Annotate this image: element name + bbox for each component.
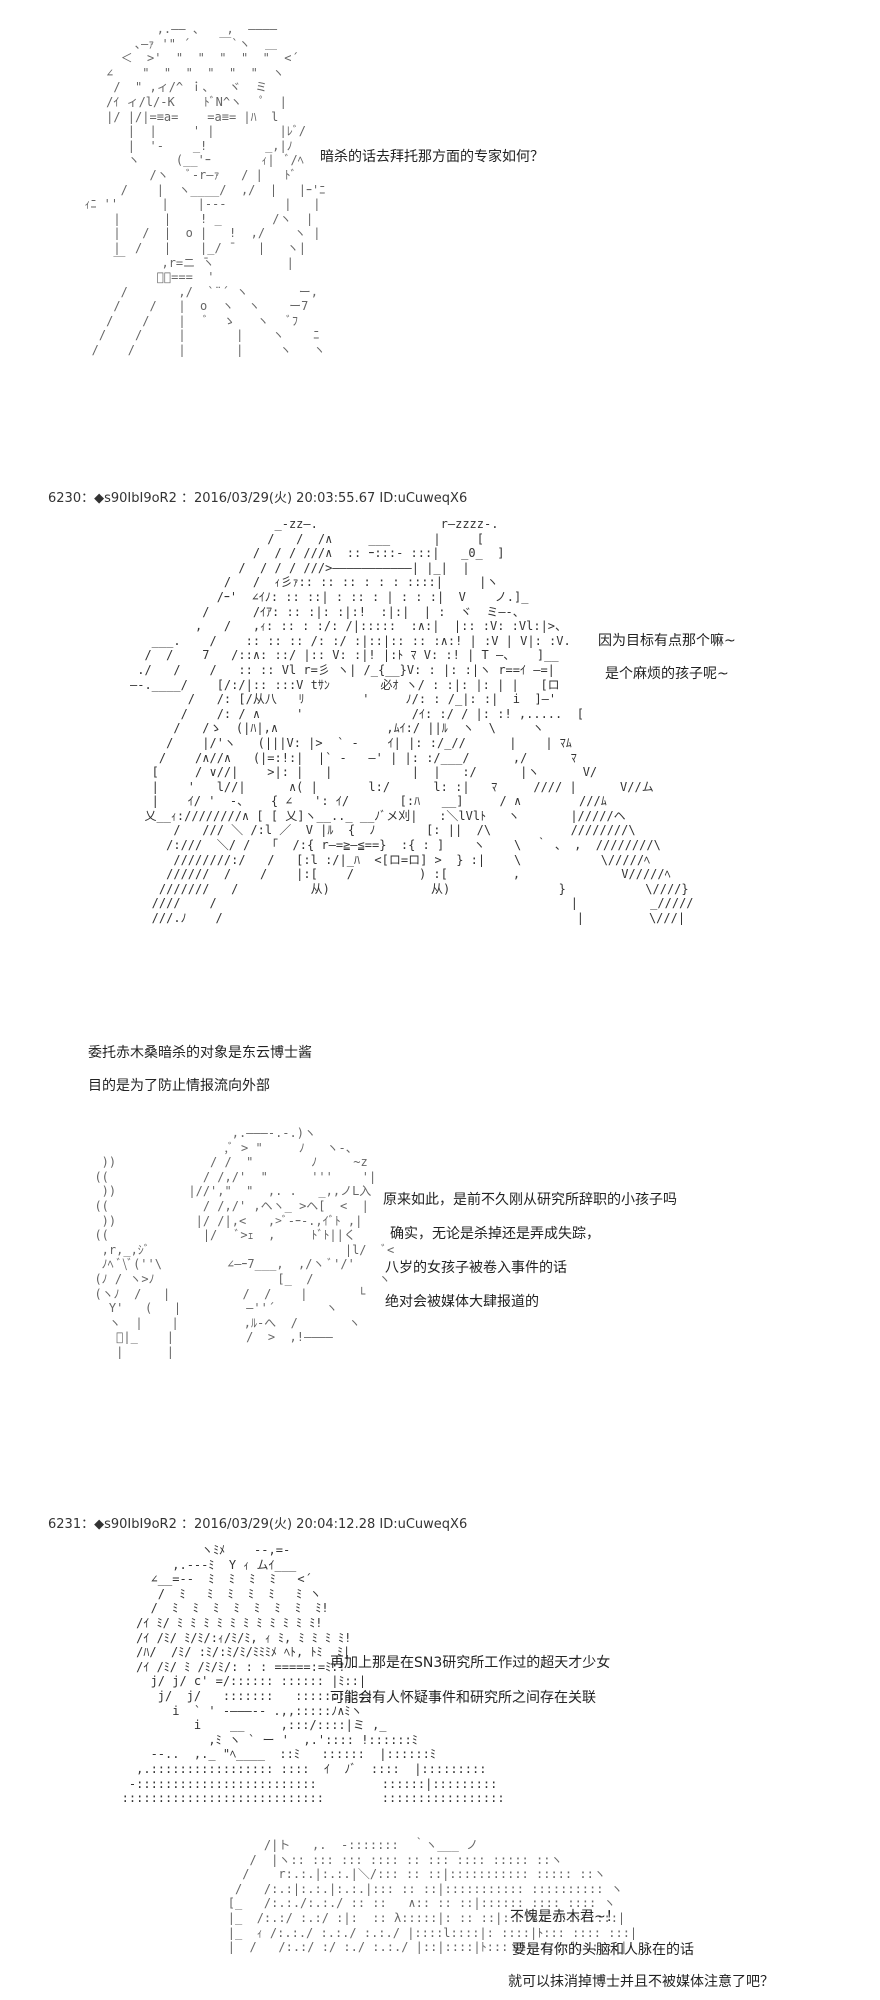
- dialogue-line: 不愧是赤木君~！: [510, 1909, 620, 1925]
- ascii-art-character-3: ,.―――-.-.)ヽ ,ﾞ > " ﾉ ヽ-、 )) / / " ﾉ ~z (…: [94, 1126, 395, 1359]
- dialogue-line: 八岁的女孩子被卷入事件的话: [385, 1260, 567, 1276]
- dialogue-line: 就可以抹消掉博士并且不被媒体注意了吧？: [508, 1974, 774, 1990]
- dialogue-line: 原来如此，是前不久刚从研究所辞职的小孩子吗: [383, 1192, 677, 1208]
- dialogue-line: 因为目标有点那个嘛~: [598, 633, 736, 649]
- dialogue-line: 确实，无论是杀掉还是弄成失踪，: [390, 1226, 600, 1242]
- narration-line: 委托赤木桑暗杀的对象是东云博士酱: [88, 1045, 312, 1061]
- dialogue-line: 要是有你的头脑和人脉在的话: [512, 1942, 694, 1958]
- dialogue-line: 绝对会被媒体大肆报道的: [385, 1294, 539, 1310]
- dialogue-line: 是个麻烦的孩子呢~: [605, 666, 729, 682]
- post-header: 6231：◆s90IbI9oR2 ：2016/03/29(火) 20:04:12…: [48, 1517, 468, 1532]
- narration-line: 目的是为了防止情报流向外部: [88, 1078, 270, 1094]
- dialogue-line: 暗杀的话去拜托那方面的专家如何？: [320, 149, 544, 165]
- ascii-art-character-1: ,.―― 、 , ―――― ､―ｧ '" ´ ￣`ヽ ＿ ＜ >' " " " …: [84, 22, 326, 358]
- ascii-art-character-5: /|ト ,. -::::::: ｀ヽ___ ノ / |ヽ:: ::: ::: :…: [227, 1838, 638, 1955]
- ascii-art-character-4: ヽﾐﾒ --,=- ,.---ﾐ Y ｨ ムｲ___ ∠__=-- ﾐ ﾐ ﾐ …: [121, 1543, 505, 1806]
- post-header: 6230：◆s90IbI9oR2 ：2016/03/29(火) 20:03:55…: [48, 491, 468, 506]
- dialogue-line: 可能会有人怀疑事件和研究所之间存在关联: [330, 1690, 596, 1706]
- ascii-art-character-2: _-zz―. r―zzzz-. / / /∧ ___ | [ / / / ///…: [130, 517, 694, 926]
- dialogue-line: 再加上那是在SN3研究所工作过的超天才少女: [330, 1655, 611, 1671]
